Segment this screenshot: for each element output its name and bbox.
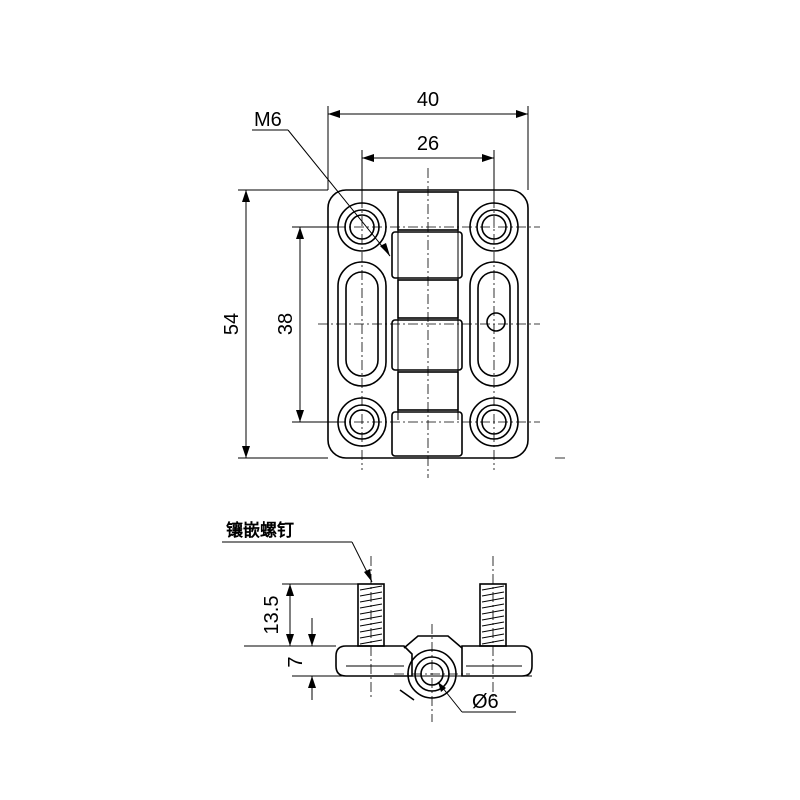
insert-screw-callout: 镶嵌螺钉: [222, 520, 373, 583]
dim-height-inner: 38: [275, 226, 338, 423]
dim-height-inner-label: 38: [275, 313, 297, 335]
thread-callout: M6: [252, 109, 391, 257]
detent-hole: [486, 312, 506, 332]
pin-diameter-label: Ø6: [472, 691, 499, 713]
side-view: 13.5 7 Ø6 镶嵌螺钉: [222, 520, 533, 722]
pin-diameter-callout: Ø6: [437, 681, 516, 713]
dim-height-outer-label: 54: [221, 313, 243, 335]
base-plate-right: [461, 645, 533, 677]
dim-base-height-label: 7: [285, 656, 307, 667]
dim-height-outer: 54: [221, 189, 328, 459]
thread-callout-label: M6: [254, 109, 282, 131]
dim-width-outer-label: 40: [417, 89, 439, 111]
dim-base-height: 7: [285, 618, 336, 700]
base-plate-left: [335, 645, 413, 677]
dim-width-inner: 26: [361, 133, 495, 204]
dim-width-inner-label: 26: [417, 133, 439, 155]
dim-screw-length: 13.5: [244, 583, 358, 647]
dim-width-outer: 40: [327, 89, 529, 190]
top-view: 40 26 54 38: [221, 89, 565, 478]
hinge-barrel: [399, 635, 463, 701]
dim-screw-length-label: 13.5: [261, 596, 283, 635]
top-view-centerlines: [318, 168, 565, 478]
insert-screw-label: 镶嵌螺钉: [226, 520, 294, 541]
